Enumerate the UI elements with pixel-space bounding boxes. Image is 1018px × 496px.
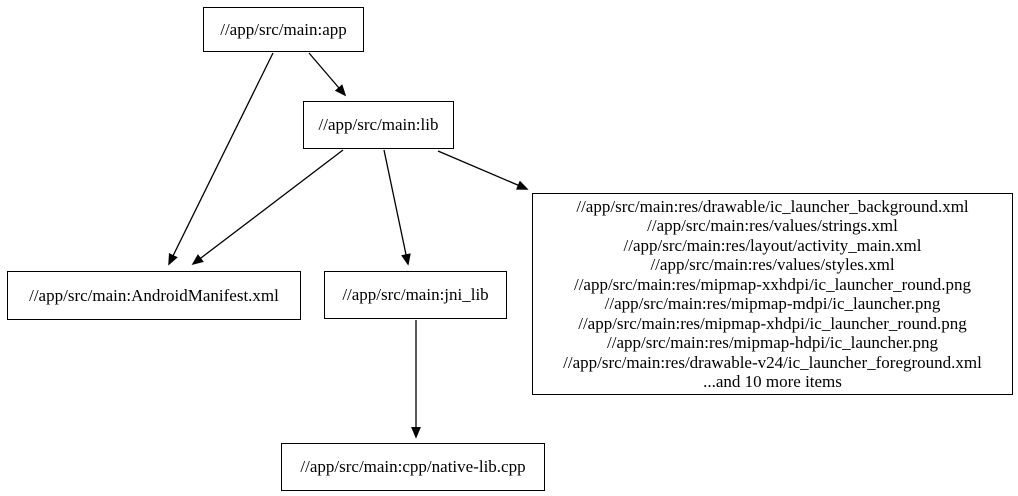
node-app-label: //app/src/main:app	[220, 19, 347, 39]
node-jni-lib: //app/src/main:jni_lib	[324, 271, 507, 319]
edge-lib-to-jni-lib	[383, 149, 411, 266]
node-native-lib-cpp-label: //app/src/main:cpp/native-lib.cpp	[300, 457, 526, 477]
edge-lib-to-res-group	[437, 150, 529, 190]
res-group-line: //app/src/main:res/drawable/ic_launcher_…	[576, 196, 969, 216]
edge-app-to-lib	[308, 52, 347, 97]
res-group-more-items: ...and 10 more items	[703, 372, 842, 391]
node-android-manifest-label: //app/src/main:AndroidManifest.xml	[29, 285, 279, 305]
res-group-line: //app/src/main:res/mipmap-mdpi/ic_launch…	[604, 294, 941, 313]
node-res-group: //app/src/main:res/drawable/ic_launcher_…	[532, 193, 1013, 395]
edge-lib-to-android-manifest	[191, 149, 344, 266]
res-group-line: //app/src/main:res/values/styles.xml	[650, 255, 895, 274]
res-group-line: //app/src/main:res/mipmap-xxhdpi/ic_laun…	[573, 274, 972, 294]
node-lib: //app/src/main:lib	[303, 101, 454, 149]
res-group-line: //app/src/main:res/values/strings.xml	[647, 216, 898, 235]
res-group-line: //app/src/main:res/mipmap-xhdpi/ic_launc…	[578, 313, 967, 333]
node-lib-label: //app/src/main:lib	[318, 115, 439, 135]
node-native-lib-cpp: //app/src/main:cpp/native-lib.cpp	[281, 443, 545, 491]
node-android-manifest: //app/src/main:AndroidManifest.xml	[7, 271, 301, 320]
res-group-line: //app/src/main:res/drawable-v24/ic_launc…	[563, 352, 982, 372]
edge-app-to-android-manifest	[168, 52, 274, 266]
node-jni-lib-label: //app/src/main:jni_lib	[342, 285, 489, 305]
res-group-line: //app/src/main:res/layout/activity_main.…	[623, 235, 922, 255]
res-group-line: //app/src/main:res/mipmap-hdpi/ic_launch…	[607, 333, 938, 352]
node-app: //app/src/main:app	[203, 7, 364, 52]
